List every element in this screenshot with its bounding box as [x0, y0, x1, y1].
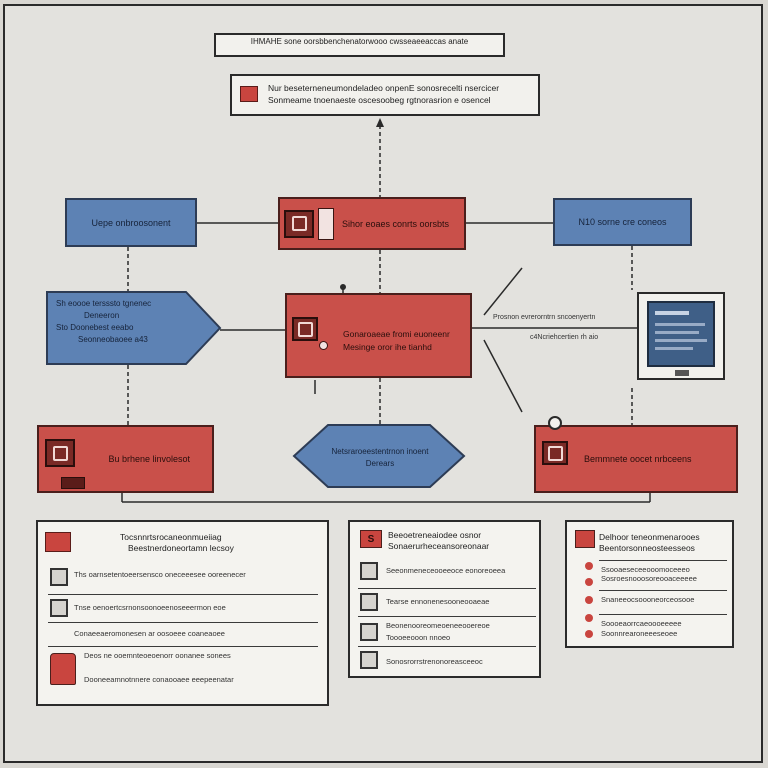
panel-left-title-1: Tocsnnrtsrocaneonmueiiag [120, 532, 222, 542]
node-mid-left-line-4: Seonneobaoee a43 [78, 335, 148, 344]
node-mid-left-shape [46, 291, 222, 365]
connector-label-1: Prosnon evrerorntrn sncoenyertn [493, 314, 596, 321]
panel-left-row-text: Deos ne ooemnteoeoenorr oonanee sonees [84, 651, 231, 660]
node-mid-left-line-2: Deneeron [84, 311, 120, 320]
node-mid-left-line-1: Sh eoooe tersssto tgnenec [56, 299, 152, 308]
panel-left-row: Ths oarnsetentoeersensco oneceeesee oore… [48, 562, 318, 592]
flag-icon [240, 86, 258, 102]
node-bottom-center-line-2: Derears [365, 459, 395, 468]
panel-right-row-text: Sosroesnooosoreooaceeeee [601, 574, 697, 583]
node-bottom-center-shape [292, 424, 466, 488]
node-bottom-left-label: Bu brhene linvolesot [108, 454, 190, 464]
panel-right-row: Soooeaorrcaeoooeeeee Soonnrearoneeeseoee [599, 614, 727, 640]
panel-right-row-text: Ssooaeseceeooomoceeeo [601, 565, 690, 574]
node-mid-center: Gonaroaeae fromi euoneenr Mesinge oror i… [285, 293, 472, 378]
panel-left-row-text: Ths oarnsetentoeersensco oneceeesee oore… [74, 570, 246, 579]
flag-icon [575, 530, 595, 548]
lock-icon [45, 439, 75, 467]
key-icon [319, 341, 328, 350]
node-top-right: N10 sorne cre coneos [553, 198, 692, 246]
panel-center-row: Sonosrorrstrenonoreasceeoc [358, 646, 536, 672]
header-line-2: Sonmeame tnoenaeste oscesoobeg rgtnorasr… [268, 95, 491, 105]
panel-center-badge: S [360, 530, 382, 548]
panel-center-title-2: Sonaerurheceansoreonaar [388, 541, 490, 551]
panel-center-badge-text: S [367, 534, 375, 545]
panel-left-row: Tnse oenoertcsrnonsoonoeenoseeermon eoe [48, 594, 318, 620]
document-icon [318, 207, 334, 240]
panel-right-row-text: Soonnrearoneeeseoee [601, 629, 678, 638]
checkbox-icon [50, 599, 68, 617]
panel-center-row-text: Beonenooreomeoeneeooereoe [386, 621, 490, 630]
diagram-title-text: IHMAHE sone oorsbbenchenatorwooo cwsseae… [250, 37, 469, 46]
panel-left-row: Conaeeaeromonesen ar oosoeee coaneaoee [48, 622, 318, 648]
checkbox-icon [360, 623, 378, 641]
panel-right-row: Snaneeocsoooneorceosooe [599, 590, 727, 612]
panel-left-row-text: Conaeeaeromonesen ar oosoeee coaneaoee [74, 629, 225, 638]
panel-left-row-text: Dooneeamnotnnere conaooaee eeepeenatar [84, 675, 234, 684]
connector-label-2: c4Ncriehcertien rh aio [530, 334, 599, 341]
node-mid-center-line-1: Gonaroaeae fromi euoneenr [343, 329, 450, 339]
node-top-right-label: N10 sorne cre coneos [578, 217, 667, 227]
checkbox-icon [50, 568, 68, 586]
checkbox-icon [360, 593, 378, 611]
panel-left-title-2: Beestnerdoneortamn lecsoy [128, 543, 234, 553]
panel-center-title-1: Beeoetreneaiodee osnor [388, 530, 482, 540]
panel-right-row-text: Soooeaorrcaeoooeeeee [601, 619, 682, 628]
diagram-title: IHMAHE sone oorsbbenchenatorwooo cwsseae… [214, 33, 505, 57]
node-top-left: Uepe onbroosonent [65, 198, 197, 247]
checkbox-icon [360, 562, 378, 580]
node-bottom-right-label: Bemmnete oocet nrbceens [584, 454, 692, 464]
panel-right-title-1: Delhoor teneonmenarooes [599, 532, 700, 542]
panel-center-row-text: Tearse ennonenesooneooaeae [386, 597, 490, 606]
node-bottom-center: Netsraroeestentrnon inoent Derears [320, 446, 440, 470]
panel-right-row-text: Snaneeocsoooneorceosooe [601, 595, 695, 604]
node-top-center: Sihor eoaes conrts oorsbts [278, 197, 466, 250]
node-top-left-label: Uepe onbroosonent [91, 217, 171, 228]
lock-icon [292, 317, 318, 341]
panel-left: Tocsnnrtsrocaneonmueiiag Beestnerdoneort… [36, 520, 329, 706]
panel-right-title-2: Beentorsonneosteesseos [599, 543, 695, 553]
panel-right-row: Ssooaeseceeooomoceeeo Sosroesnooosoreooa… [599, 560, 727, 583]
panel-center-row-text: Seeonmeneceooeeoce eonoreoeea [386, 566, 506, 575]
key-icon [61, 477, 85, 489]
node-bottom-center-line-1: Netsraroeestentrnon inoent [331, 447, 429, 456]
monitor-icon [637, 292, 725, 380]
node-bottom-left: Bu brhene linvolesot [37, 425, 214, 493]
info-icon [548, 416, 562, 430]
node-bottom-right: Bemmnete oocet nrbceens [534, 425, 738, 493]
panel-center-row: Tearse ennonenesooneooaeae [358, 588, 536, 616]
panel-left-row: Deos ne ooemnteoeoenorr oonanee sonees D… [48, 646, 318, 696]
header-node: Nur beseterneneumondeladeo onpenE sonosr… [230, 74, 540, 116]
panel-center-row-text: Toooeeooon nnoeo [386, 633, 451, 642]
lock-icon [284, 209, 314, 238]
node-mid-left-line-3: Sto Doonebest eeabo [56, 323, 134, 332]
panel-center-row: Seeonmeneceooeeoce eonoreoeea [358, 558, 536, 588]
node-mid-left: Sh eoooe tersssto tgnenec Deneeron Sto D… [56, 298, 186, 346]
checkbox-icon [360, 651, 378, 669]
panel-center: S Beeoetreneaiodee osnor Sonaerurheceans… [348, 520, 541, 678]
lock-icon [50, 653, 76, 685]
flag-icon [45, 532, 71, 552]
header-line-1: Nur beseterneneumondeladeo onpenE sonosr… [268, 83, 500, 93]
monitor-screen [647, 301, 715, 367]
node-top-center-label: Sihor eoaes conrts oorsbts [342, 218, 450, 229]
bullet-column [585, 562, 593, 640]
node-mid-center-line-2: Mesinge oror ihe tianhd [343, 342, 432, 352]
panel-right: Delhoor teneonmenarooes Beentorsonneoste… [565, 520, 734, 648]
panel-center-row: Beonenooreomeoeneeooereoe Toooeeooon nno… [358, 616, 536, 646]
lock-icon [542, 441, 568, 465]
panel-left-row-text: Tnse oenoertcsrnonsoonoeenoseeermon eoe [74, 603, 226, 612]
panel-center-row-text: Sonosrorrstrenonoreasceeoc [386, 657, 483, 666]
